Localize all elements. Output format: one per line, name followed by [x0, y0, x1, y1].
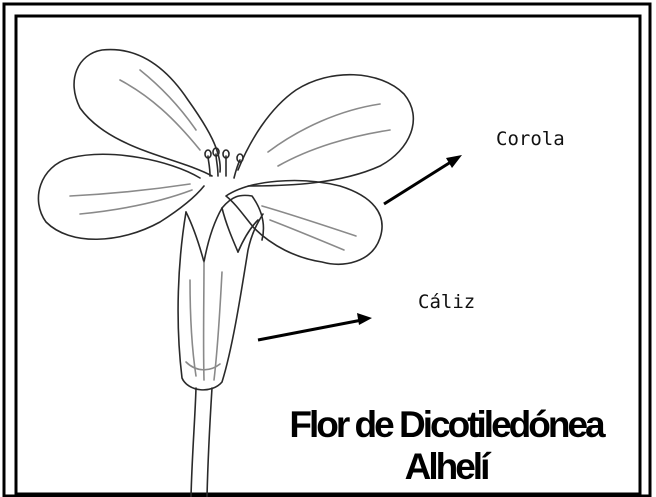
petal-lower-right	[226, 181, 382, 265]
petal-left	[38, 154, 204, 239]
stamens	[208, 156, 210, 176]
diagram-title-line2: Alhelí	[256, 446, 636, 488]
petal-upper-left	[74, 50, 220, 176]
stem	[191, 388, 196, 497]
petal-front	[222, 195, 264, 240]
arrow-caliz	[258, 313, 372, 340]
arrow-corola	[384, 155, 462, 204]
diagram-title-line1: Flor de Dicotiledónea	[256, 404, 636, 446]
label-corola: Corola	[496, 128, 565, 150]
label-caliz: Cáliz	[418, 291, 475, 313]
